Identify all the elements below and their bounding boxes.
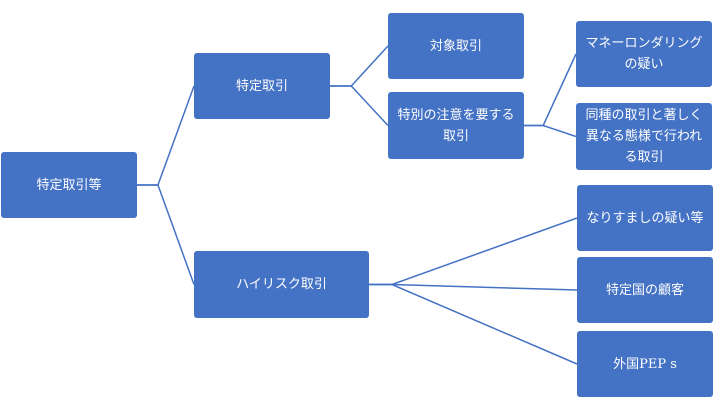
node-money-laundering-suspicion: マネーロンダリング の疑い	[576, 21, 712, 87]
connector-root-tokutei	[137, 85, 195, 186]
node-specified-country-customer: 特定国の顧客	[577, 257, 713, 323]
connector-tokubetsu-money	[524, 53, 577, 127]
node-tokutei-torihiki-tou: 特定取引等	[1, 152, 137, 218]
node-taisho-torihiki: 対象取引	[388, 13, 524, 79]
connector-tokutei-taisho	[330, 45, 389, 87]
node-impersonation-suspicion: なりすましの疑い等	[577, 185, 713, 251]
connector-tokubetsu-ijo	[524, 124, 577, 138]
node-tokubetsu-no-chui: 特別の注意を要する 取引	[388, 92, 524, 159]
connector-highrisk-narisumashi	[369, 217, 578, 286]
connector-tokutei-tokubetsu	[330, 85, 389, 127]
connector-highrisk-peps	[369, 283, 578, 365]
node-unusual-transaction: 同種の取引と著しく 異なる態様で行われ る取引	[576, 103, 712, 170]
node-high-risk-torihiki: ハイリスク取引	[194, 251, 369, 318]
node-foreign-peps: 外国PEP s	[577, 331, 713, 397]
connector-root-highrisk	[137, 184, 195, 285]
node-tokutei-torihiki: 特定取引	[194, 53, 330, 119]
